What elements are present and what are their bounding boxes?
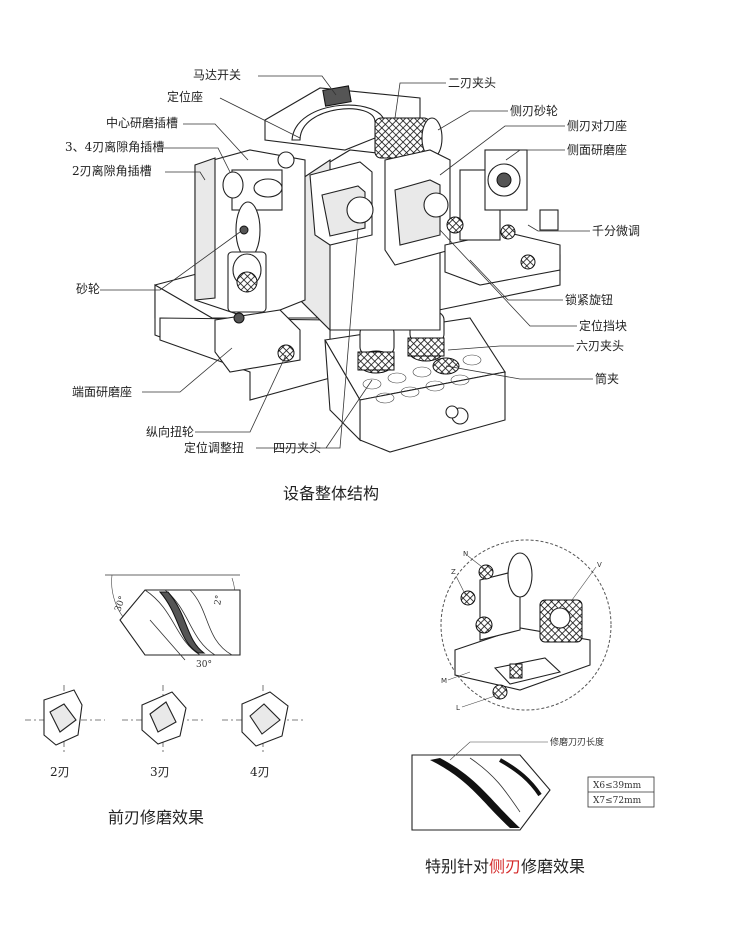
label-lock-knob: 锁紧旋钮 [565, 292, 613, 307]
spec-box: X6≤39mm X7≤72mm [587, 776, 655, 808]
flute-label-4: 4刃 [250, 765, 270, 779]
end-mill-angle-drawing: 30° 2° 30° [105, 574, 241, 670]
label-motor-switch: 马达开关 [193, 68, 241, 82]
label-two-flute-chuck: 二刃夹头 [448, 76, 496, 90]
detail-letter-m: M [441, 677, 447, 685]
caption-special-highlight: 侧刃 [489, 857, 521, 876]
flute-label-2: 2刃 [50, 765, 70, 779]
angle-label-top-left: 30° [113, 595, 128, 613]
flute-end-views: 2刃 3刃 4刃 [25, 685, 305, 779]
detail-letter-l: L [456, 704, 460, 712]
four-flute-view: 4刃 [222, 685, 305, 779]
label-six-flute-chuck: 六刃夹头 [576, 339, 624, 353]
detail-letter-v: V [597, 561, 602, 569]
side-edge-result: 修磨刀刃长度 [411, 736, 604, 831]
side-edge-wheel-drawing [374, 117, 443, 159]
label-positioning-stop: 定位挡块 [579, 318, 627, 333]
grind-length-label: 修磨刀刃长度 [550, 736, 604, 748]
label-center-grinding-slot: 中心研磨插槽 [106, 115, 178, 130]
label-side-grinding-seat: 侧面研磨座 [567, 142, 627, 157]
label-end-grinding-seat: 端面研磨座 [72, 384, 132, 399]
caption-overall-structure: 设备整体结构 [283, 484, 379, 503]
caption-front-edge-effect: 前刃修磨效果 [108, 808, 204, 827]
side-grinding-seat-drawing [444, 149, 561, 286]
detail-letter-z: Z [451, 568, 456, 576]
spec-row-x6: X6≤39mm [593, 781, 642, 791]
label-flute34-clearance-slot: 3、4刃离隙角插槽 [65, 139, 164, 154]
detail-letter-n: N [463, 550, 468, 558]
flute-label-3: 3刃 [150, 765, 170, 779]
side-edge-detail: N Z V M L [440, 539, 612, 712]
label-flute2-clearance-slot: 2刃离隙角插槽 [72, 163, 152, 178]
end-grinding-seat-drawing [214, 251, 301, 373]
label-grinding-wheel: 砂轮 [76, 282, 100, 296]
caption-special-suffix: 修磨效果 [521, 857, 585, 876]
label-micrometer-adjust: 千分微调 [592, 224, 640, 238]
label-longitudinal-knob: 纵向扭轮 [146, 424, 194, 439]
label-collet: 筒夹 [595, 371, 619, 386]
leader-lines [100, 75, 593, 449]
top-diagram-labels: 马达开关 定位座 中心研磨插槽 3、4刃离隙角插槽 2刃离隙角插槽 砂轮 端面研… [65, 68, 640, 455]
label-four-flute-chuck: 四刃夹头 [273, 441, 321, 455]
spec-row-x7: X7≤72mm [593, 796, 642, 806]
machine-drawing [154, 85, 561, 453]
angle-label-top-right: 2° [213, 594, 225, 606]
label-positioning-seat: 定位座 [167, 89, 203, 104]
motor-switch [322, 85, 352, 107]
three-flute-view: 3刃 [122, 685, 205, 779]
angle-label-bottom: 30° [196, 660, 212, 670]
two-flute-view: 2刃 [25, 685, 105, 779]
label-side-edge-tool-setting-seat: 侧刃对刀座 [567, 118, 627, 133]
label-side-edge-wheel: 侧刃砂轮 [510, 104, 558, 118]
caption-special-prefix: 特别针对 [425, 857, 489, 876]
label-positioning-adjust-knob: 定位调整扭 [184, 440, 244, 455]
caption-special-side-effect: 特别针对侧刃修磨效果 [425, 857, 585, 876]
